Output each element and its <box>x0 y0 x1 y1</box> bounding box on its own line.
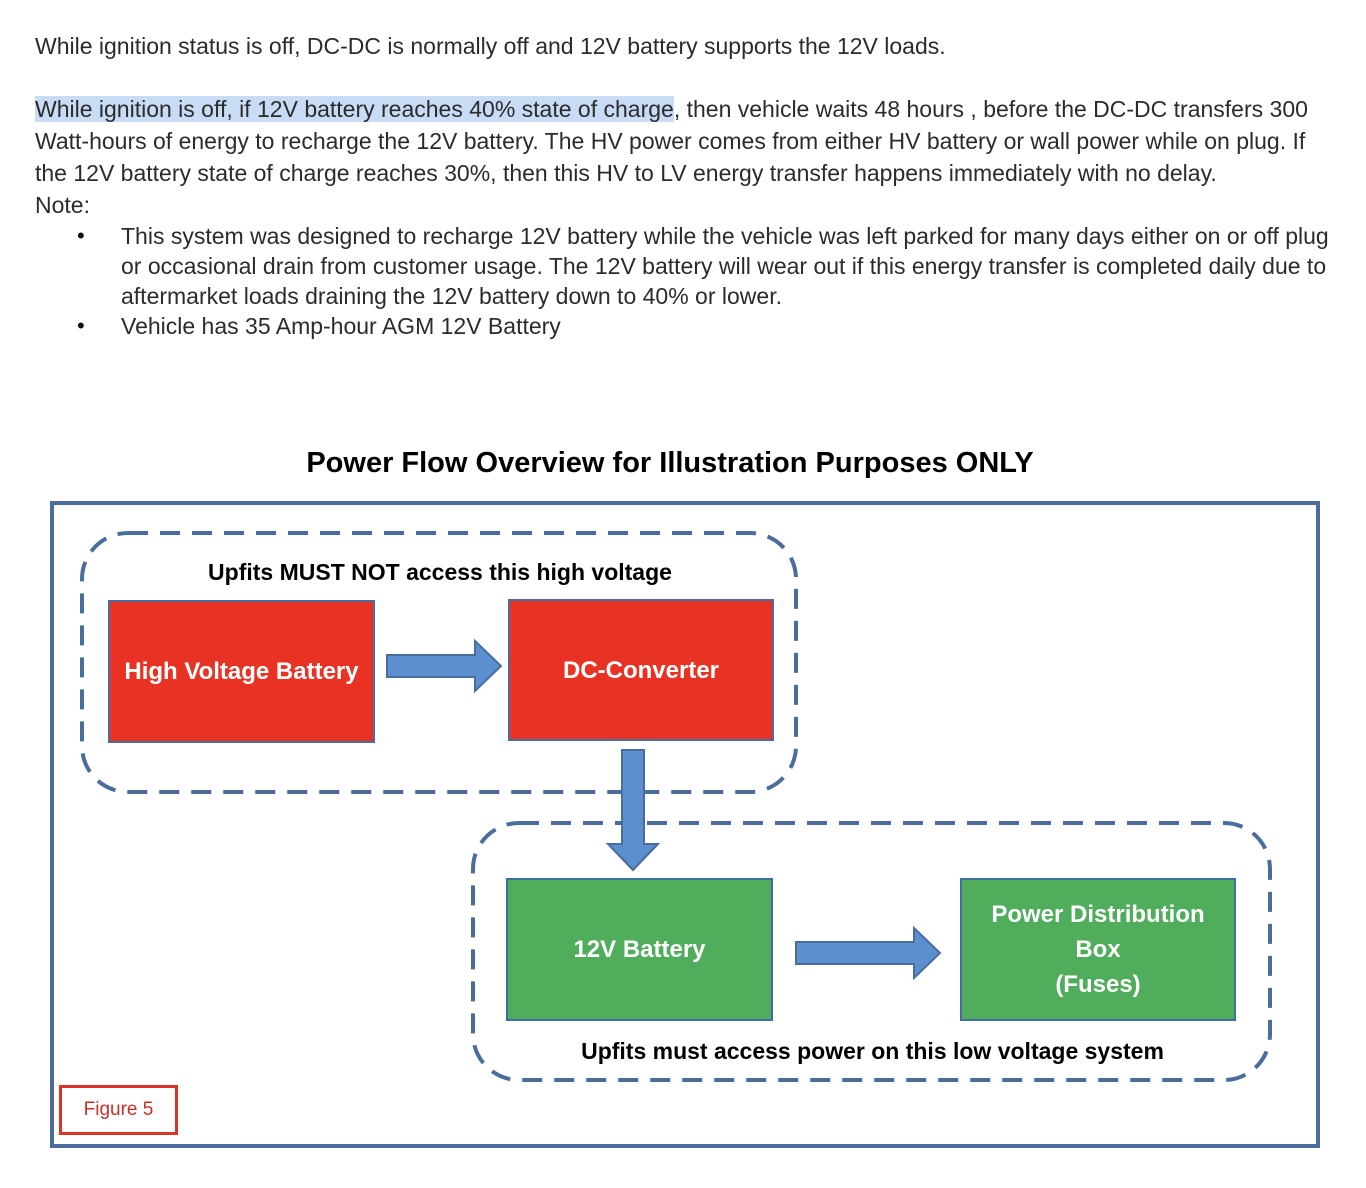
pdb-label-line3: (Fuses) <box>1055 971 1141 998</box>
arrow-hv-to-dc-icon <box>386 638 503 694</box>
hv-battery-box: High Voltage Battery <box>108 600 375 743</box>
bullet-battery-spec: Vehicle has 35 Amp-hour AGM 12V Battery <box>35 311 1335 341</box>
dc-converter-box: DC-Converter <box>508 599 774 741</box>
figure-title: Power Flow Overview for Illustration Pur… <box>306 447 1034 479</box>
highlighted-text: While ignition is off, if 12V battery re… <box>35 96 674 122</box>
hv-battery-label: High Voltage Battery <box>124 658 359 685</box>
lv-battery-label: 12V Battery <box>573 936 706 963</box>
lv-battery-box: 12V Battery <box>506 878 773 1021</box>
document-body: While ignition status is off, DC-DC is n… <box>35 30 1335 341</box>
pdb-label-line1: Power Distribution <box>991 901 1205 928</box>
figure-frame <box>50 501 1320 1148</box>
arrow-dc-to-lv-icon <box>605 749 661 872</box>
bullet-design-purpose: This system was designed to recharge 12V… <box>35 221 1335 311</box>
paragraph-ignition-off: While ignition status is off, DC-DC is n… <box>35 33 946 59</box>
arrow-lv-to-pdb-icon <box>795 925 942 981</box>
pdb-label-line2: Box <box>1075 936 1121 963</box>
power-distribution-box: Power Distribution Box (Fuses) <box>960 878 1236 1021</box>
note-bullets: This system was designed to recharge 12V… <box>35 221 1335 341</box>
hv-zone-label: Upfits MUST NOT access this high voltage <box>208 559 672 585</box>
lv-zone-label: Upfits must access power on this low vol… <box>581 1038 1164 1064</box>
dc-converter-label: DC-Converter <box>562 656 720 684</box>
paragraph-recharge: While ignition is off, if 12V battery re… <box>35 93 1335 189</box>
paragraph-recharge-rest: , then vehicle waits 48 hours , before t… <box>35 96 1308 186</box>
hv-zone-border <box>80 531 798 794</box>
note-label: Note: <box>35 192 90 218</box>
figure-badge: Figure 5 <box>59 1085 178 1135</box>
lv-zone-border <box>471 821 1272 1082</box>
